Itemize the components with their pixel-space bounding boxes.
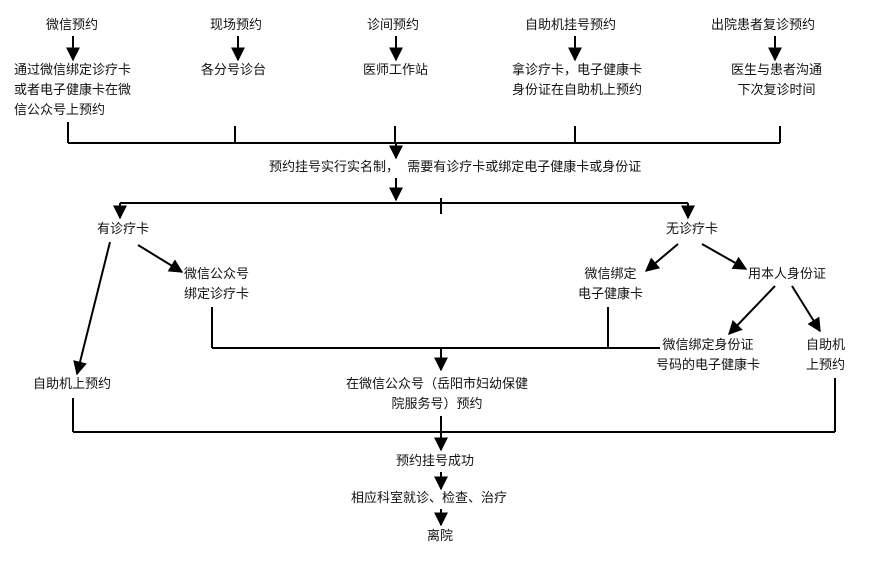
no-card-health-card-node: 微信绑定 电子健康卡 xyxy=(578,267,644,302)
arrow-has-card-to-kiosk xyxy=(73,241,111,376)
kiosk-channel-title: 自助机挂号预约 xyxy=(525,18,617,33)
wechat-booking-node: 在微信公众号（岳阳市妇幼保健 院服务号）预约 xyxy=(346,377,529,412)
onsite-channel-desc: 各分号诊台 xyxy=(201,63,267,78)
success-node: 预约挂号成功 xyxy=(396,454,475,469)
no-card-kiosk-node: 自助机 上预约 xyxy=(806,338,846,373)
arrow-id-to-bind xyxy=(728,285,776,336)
arrow-no-card-to-health xyxy=(644,243,679,272)
has-card-bind-node: 微信公众号 绑定诊疗卡 xyxy=(184,267,250,302)
wechat-channel-title: 微信预约 xyxy=(46,18,99,33)
arrow-id-to-kiosk xyxy=(791,285,821,333)
arrow-has-card-to-bind xyxy=(137,244,184,273)
discharge-channel-title: 出院患者复诊预约 xyxy=(711,18,816,33)
has-card-label: 有诊疗卡 xyxy=(97,222,150,237)
wechat-channel-desc: 通过微信绑定诊疗卡 或者电子健康卡在微 信公众号上预约 xyxy=(14,63,132,118)
onsite-channel-title: 现场预约 xyxy=(210,18,263,33)
no-card-id-card-node: 用本人身份证 xyxy=(748,267,827,282)
no-card-label: 无诊疗卡 xyxy=(666,222,719,237)
clinic-channel-title: 诊间预约 xyxy=(367,18,420,33)
realname-note: 预约挂号实行实名制， 需要有诊疗卡或绑定电子健康卡或身份证 xyxy=(269,160,642,175)
has-card-kiosk-node: 自助机上预约 xyxy=(33,377,112,392)
no-card-bind-id-health-node: 微信绑定身份证 号码的电子健康卡 xyxy=(656,338,761,373)
treatment-node: 相应科室就诊、检查、治疗 xyxy=(351,491,508,506)
kiosk-channel-desc: 拿诊疗卡，电子健康卡 身份证在自助机上预约 xyxy=(512,63,643,98)
arrow-no-card-to-id xyxy=(701,243,748,270)
discharge-channel-desc: 医生与患者沟通 下次复诊时间 xyxy=(731,63,823,98)
clinic-channel-desc: 医师工作站 xyxy=(363,63,429,78)
leave-node: 离院 xyxy=(427,529,454,544)
